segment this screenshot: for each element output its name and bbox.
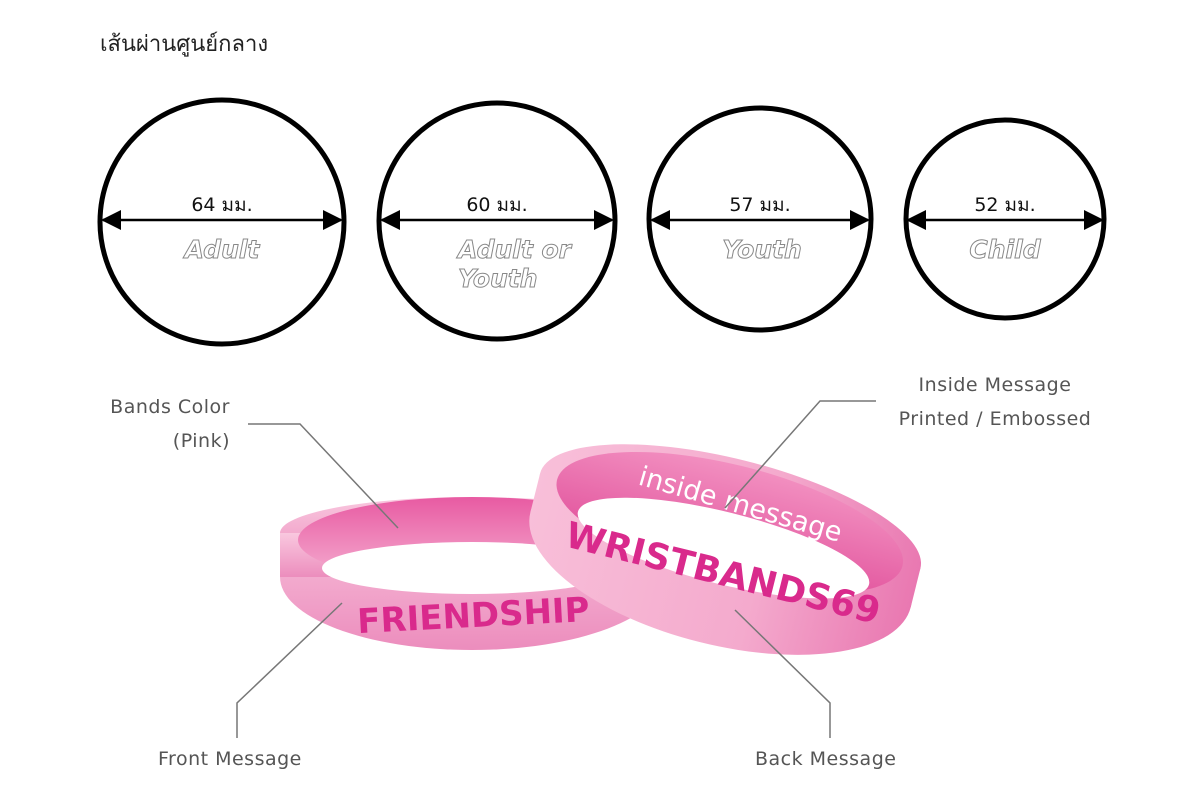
inside-message-line2: Printed / Embossed [898,408,1092,430]
size-name: Child [969,235,1041,264]
size-circle-adult-or-youth: 60 มม. Adult or Youth [376,100,618,342]
diameter-label: 57 มม. [729,194,790,216]
size-name-line1: Adult or [456,235,573,264]
size-circle-youth: 57 มม. Youth [646,105,874,333]
inside-message-label: Inside Message Printed / Embossed [880,368,1110,436]
bands-color-line1: Bands Color [110,396,230,418]
front-message-label: Front Message [158,748,302,770]
diameter-label: 64 มม. [191,194,252,216]
size-name: Adult [183,235,261,264]
size-name: Youth [722,235,802,264]
inside-message-line1: Inside Message [918,374,1072,396]
page-title: เส้นผ่านศูนย์กลาง [100,32,269,57]
back-message-label: Back Message [755,748,897,770]
size-circle-adult: 64 มม. Adult [97,97,347,347]
bands-color-label: Bands Color (Pink) [60,390,230,458]
leader-inside-message [724,400,876,509]
diameter-label: 60 มม. [466,194,527,216]
size-name-line2: Youth [458,264,538,293]
diameter-label: 52 มม. [974,194,1035,216]
leader-bands-color [248,423,399,529]
leader-back-message [734,609,831,738]
wristband-back [529,444,922,655]
bands-color-line2: (Pink) [172,430,230,452]
size-circle-child: 52 มม. Child [903,117,1107,321]
leader-front-message [236,602,343,738]
